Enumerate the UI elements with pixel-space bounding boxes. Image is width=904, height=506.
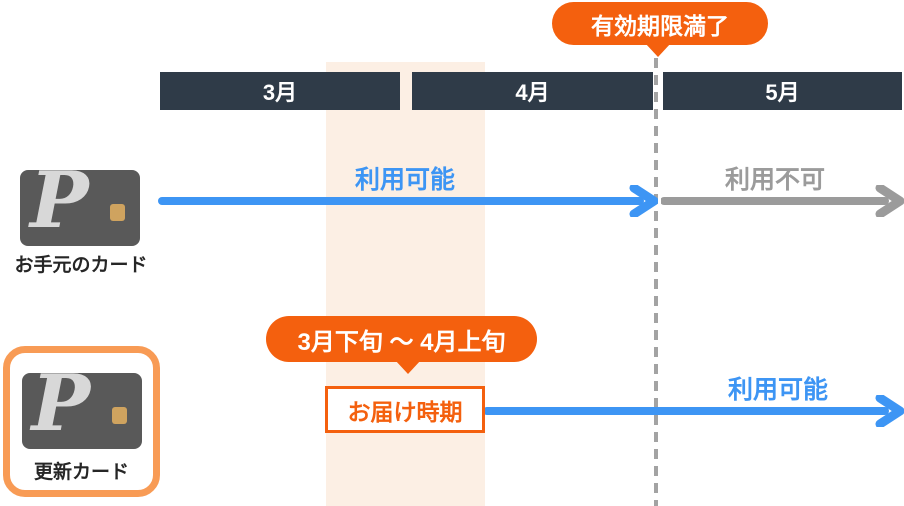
delivery-window-badge-label: 3月下旬 〜 4月上旬 xyxy=(297,328,506,356)
expiry-badge-pointer xyxy=(645,43,671,57)
delivery-period-box-label: お届け時期 xyxy=(347,398,463,425)
current-card-unusable-arrow xyxy=(661,185,904,217)
expiry-dashed-line xyxy=(654,58,658,506)
current-card: P xyxy=(20,170,140,246)
current-card-unusable-label: 利用不可 xyxy=(724,166,825,194)
card-logo-p-icon: P xyxy=(30,170,89,246)
expiry-badge: 有効期限満了 xyxy=(552,2,768,45)
delivery-period-box: お届け時期 xyxy=(325,386,485,433)
current-card-usable-arrow xyxy=(158,185,658,217)
renewal-card-usable-label: 利用可能 xyxy=(727,376,828,404)
renewal-card-image: P xyxy=(21,373,142,449)
delivery-window-badge-pointer xyxy=(395,360,421,374)
month-label-may: 5月 xyxy=(765,80,800,105)
renewal-card-usable-arrow xyxy=(485,395,904,427)
renewal-card-caption: 更新カード xyxy=(33,462,129,483)
month-bar-march: 3月 xyxy=(160,72,400,110)
month-bar-may: 5月 xyxy=(663,72,902,110)
month-label-march: 3月 xyxy=(262,80,298,105)
current-card-image: P xyxy=(20,170,140,246)
delivery-period-highlight-band xyxy=(326,62,485,506)
delivery-window-badge: 3月下旬 〜 4月上旬 xyxy=(266,316,537,362)
current-card-usable-label: 利用可能 xyxy=(354,166,455,194)
month-bar-april: 4月 xyxy=(412,72,653,110)
renewal-card: P 更新カード xyxy=(3,346,160,497)
card-chip-icon xyxy=(110,204,125,221)
expiry-badge-label: 有効期限満了 xyxy=(591,12,729,39)
current-card-caption: お手元のカード xyxy=(14,255,148,276)
card-logo-p-icon: P xyxy=(31,373,91,449)
month-label-april: 4月 xyxy=(515,80,550,105)
card-chip-icon xyxy=(111,407,127,424)
